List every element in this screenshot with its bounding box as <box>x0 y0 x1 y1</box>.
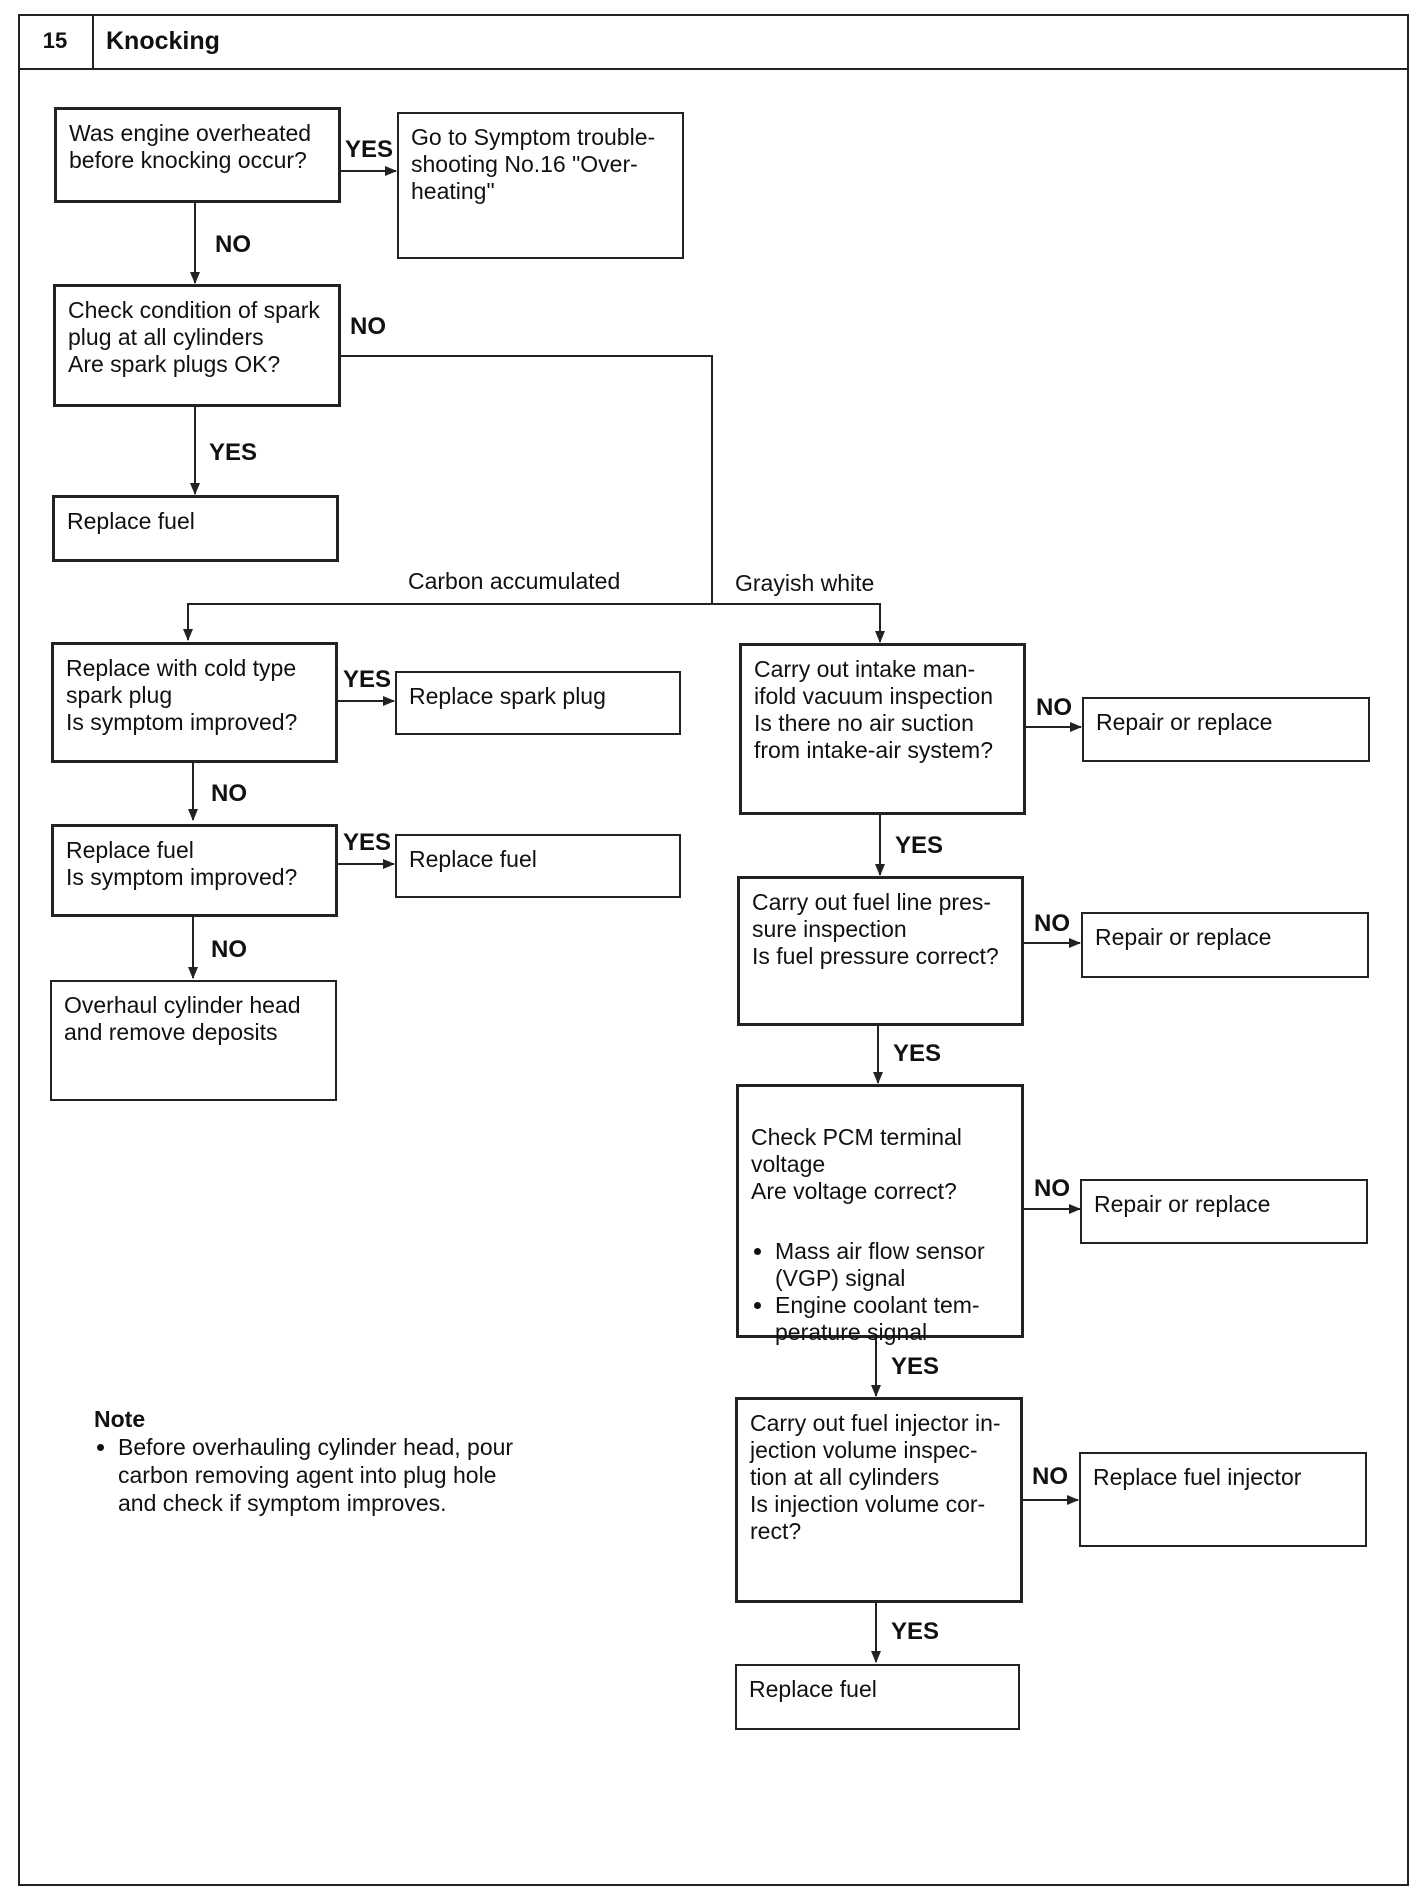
q-fuel-injector-volume: Carry out fuel injector in-jection volum… <box>735 1397 1023 1603</box>
page-header: 15 Knocking <box>18 14 1409 70</box>
line-spark-no <box>340 355 713 604</box>
label-yes: YES <box>209 439 258 466</box>
line-carbon-branch <box>183 603 712 641</box>
label-no: NO <box>350 313 386 340</box>
repair-replace-box-1: Repair or replace <box>1082 697 1370 762</box>
label-no: NO <box>1034 910 1070 937</box>
q-replace-fuel: Replace fuel Is symptom improved? <box>51 824 338 917</box>
q-spark-plug-condition: Check condition of spark plug at all cyl… <box>53 284 341 407</box>
section-number: 15 <box>18 14 94 68</box>
page-frame <box>18 14 1409 1886</box>
pcm-signal-list: Mass air flow sensor (VGP) signal Engine… <box>751 1238 1009 1346</box>
q-intake-manifold: Carry out intake man-ifold vacuum inspec… <box>739 643 1026 815</box>
q-cold-type-spark-plug: Replace with cold type spark plug Is sym… <box>51 642 338 763</box>
repair-replace-box-2: Repair or replace <box>1081 912 1369 978</box>
note-item: Before overhauling cylinder head, pour c… <box>118 1433 514 1517</box>
note-section: Note Before overhauling cylinder head, p… <box>94 1405 514 1517</box>
q-pcm-terminal-voltage: Check PCM terminal voltage Are voltage c… <box>736 1084 1024 1345</box>
label-no: NO <box>1032 1463 1068 1490</box>
replace-fuel-box-1: Replace fuel <box>52 495 339 562</box>
label-yes: YES <box>893 1040 942 1067</box>
replace-spark-plug-box: Replace spark plug <box>395 671 681 735</box>
label-no: NO <box>211 936 247 963</box>
label-no: NO <box>211 780 247 807</box>
label-yes: YES <box>343 666 392 693</box>
q-fuel-line-pressure: Carry out fuel line pres-sure inspection… <box>737 876 1024 1026</box>
note-list: Before overhauling cylinder head, pour c… <box>94 1433 514 1517</box>
branch-grayish-white: Grayish white <box>735 570 875 596</box>
repair-replace-box-3: Repair or replace <box>1080 1179 1368 1244</box>
label-no: NO <box>1034 1175 1070 1202</box>
replace-fuel-box-2: Replace fuel <box>395 834 681 898</box>
pcm-signal-item: Mass air flow sensor (VGP) signal <box>775 1238 1009 1292</box>
line-grayish-branch <box>712 603 885 643</box>
pcm-question-text: Check PCM terminal voltage Are voltage c… <box>751 1124 962 1204</box>
label-no: NO <box>1036 694 1072 721</box>
label-yes: YES <box>343 829 392 856</box>
label-yes: YES <box>891 1353 940 1380</box>
branch-carbon-accumulated: Carbon accumulated <box>408 568 621 594</box>
q-engine-overheated: Was engine overheated before knocking oc… <box>54 107 341 203</box>
label-yes: YES <box>895 832 944 859</box>
replace-fuel-injector-box: Replace fuel injector <box>1079 1452 1367 1547</box>
replace-fuel-box-3: Replace fuel <box>735 1664 1020 1730</box>
go-overheating-box: Go to Symptom trouble-shooting No.16 "Ov… <box>397 112 684 259</box>
note-title: Note <box>94 1406 146 1432</box>
label-yes: YES <box>891 1618 940 1645</box>
page-title: Knocking <box>106 26 220 55</box>
label-no: NO <box>215 231 251 258</box>
label-yes: YES <box>345 136 394 163</box>
pcm-signal-item: Engine coolant tem-perature signal <box>775 1292 1009 1346</box>
overhaul-cylinder-head-box: Overhaul cylinder head and remove deposi… <box>50 980 337 1101</box>
